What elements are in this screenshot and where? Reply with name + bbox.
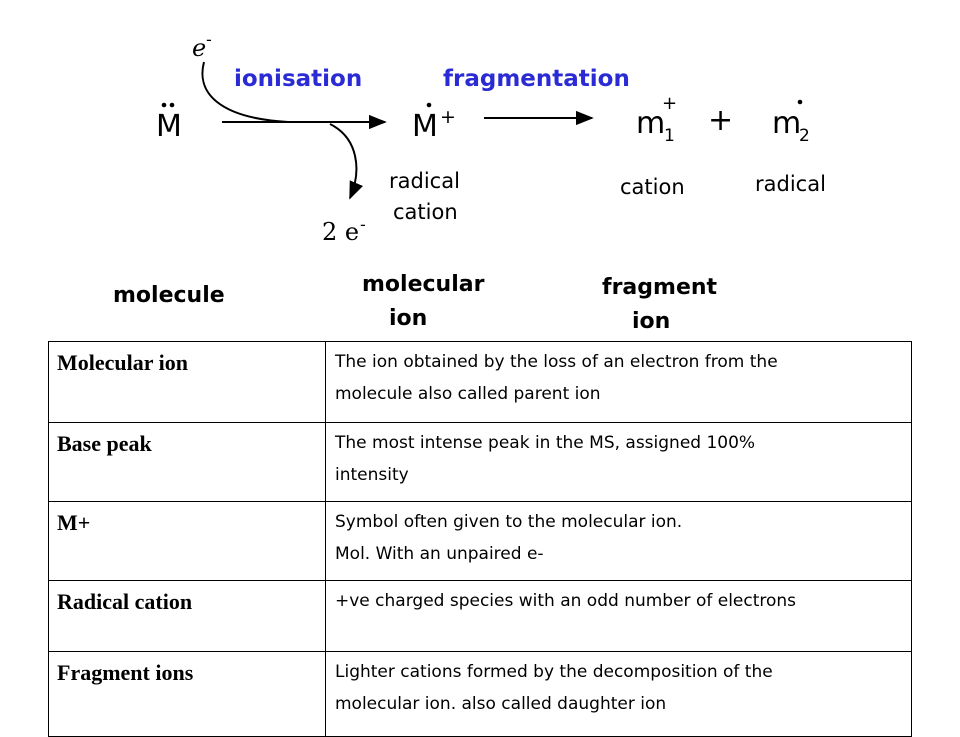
table-row: Fragment ions Lighter cations formed by … (48, 651, 912, 737)
plus-sign: + (708, 103, 733, 138)
radical-label: radical (755, 172, 826, 196)
molecular-ion-caption-line2: ion (389, 306, 427, 331)
molecule-symbol: M (156, 109, 182, 144)
definition-line: The most intense peak in the MS, assigne… (335, 433, 756, 453)
fragment-ion-caption-line1: fragment (602, 275, 718, 300)
definition-cell: The ion obtained by the loss of an elect… (325, 341, 912, 423)
term-cell: M+ (48, 501, 326, 581)
definition-line: intensity (335, 465, 409, 485)
lone-pair-dot (161, 102, 167, 108)
term-cell: Radical cation (48, 580, 326, 652)
molecular-ion-charge: + (440, 106, 456, 128)
definition-line: The ion obtained by the loss of an elect… (335, 352, 778, 372)
term-cell: Base peak (48, 422, 326, 502)
definition-line: +ve charged species with an odd number o… (335, 591, 797, 611)
term-cell: Fragment ions (48, 651, 326, 737)
electron-out-arrow (329, 123, 363, 200)
molecular-ion-symbol: M (412, 109, 438, 144)
table-row: M+ Symbol often given to the molecular i… (48, 501, 912, 581)
glossary-table: Molecular ion The ion obtained by the lo… (48, 341, 912, 737)
definition-line: molecule also called parent ion (335, 384, 601, 404)
definition-line: molecular ion. also called daughter ion (335, 694, 667, 714)
table-row: Radical cation +ve charged species with … (48, 580, 912, 652)
fragment-cation-symbol: m (636, 106, 665, 141)
molecule-caption: molecule (113, 283, 225, 308)
definition-line: Lighter cations formed by the decomposit… (335, 662, 773, 682)
fragment-radical-symbol: m (772, 106, 801, 141)
definition-cell: The most intense peak in the MS, assigne… (325, 422, 912, 502)
electron-out-label: 2 e (322, 218, 359, 246)
electron-out-minus: - (360, 215, 366, 234)
fragment-cation-subscript: 1 (664, 126, 675, 146)
term-cell: Molecular ion (48, 341, 326, 423)
fragmentation-label: fragmentation (443, 66, 630, 92)
radical-dot (426, 102, 432, 108)
molecular-ion-caption-line1: molecular (362, 272, 485, 297)
definition-line: Symbol often given to the molecular ion. (335, 512, 683, 532)
electron-in-label: e (192, 34, 206, 62)
cation-label: cation (620, 175, 685, 199)
radical-cation-label-line2: cation (393, 200, 458, 224)
radical-cation-label-line1: radical (389, 169, 460, 193)
electron-in-arrow (201, 61, 289, 123)
electron-in-minus: - (206, 30, 212, 49)
definition-line: Mol. With an unpaired e- (335, 544, 544, 564)
fragment-radical-subscript: 2 (799, 126, 810, 146)
definition-cell: Symbol often given to the molecular ion.… (325, 501, 912, 581)
definition-cell: Lighter cations formed by the decomposit… (325, 651, 912, 737)
table-row: Base peak The most intense peak in the M… (48, 422, 912, 502)
ionisation-label: ionisation (234, 66, 362, 92)
fragment-cation-charge: + (662, 93, 677, 114)
mass-spec-ionisation-diagram: e - M ionisation 2 e - M + radical catio… (113, 30, 826, 334)
radical-dot (797, 99, 803, 105)
table-row: Molecular ion The ion obtained by the lo… (48, 341, 912, 423)
fragment-ion-caption-line2: ion (632, 309, 670, 334)
lone-pair-dot (169, 102, 175, 108)
definition-cell: +ve charged species with an odd number o… (325, 580, 912, 652)
